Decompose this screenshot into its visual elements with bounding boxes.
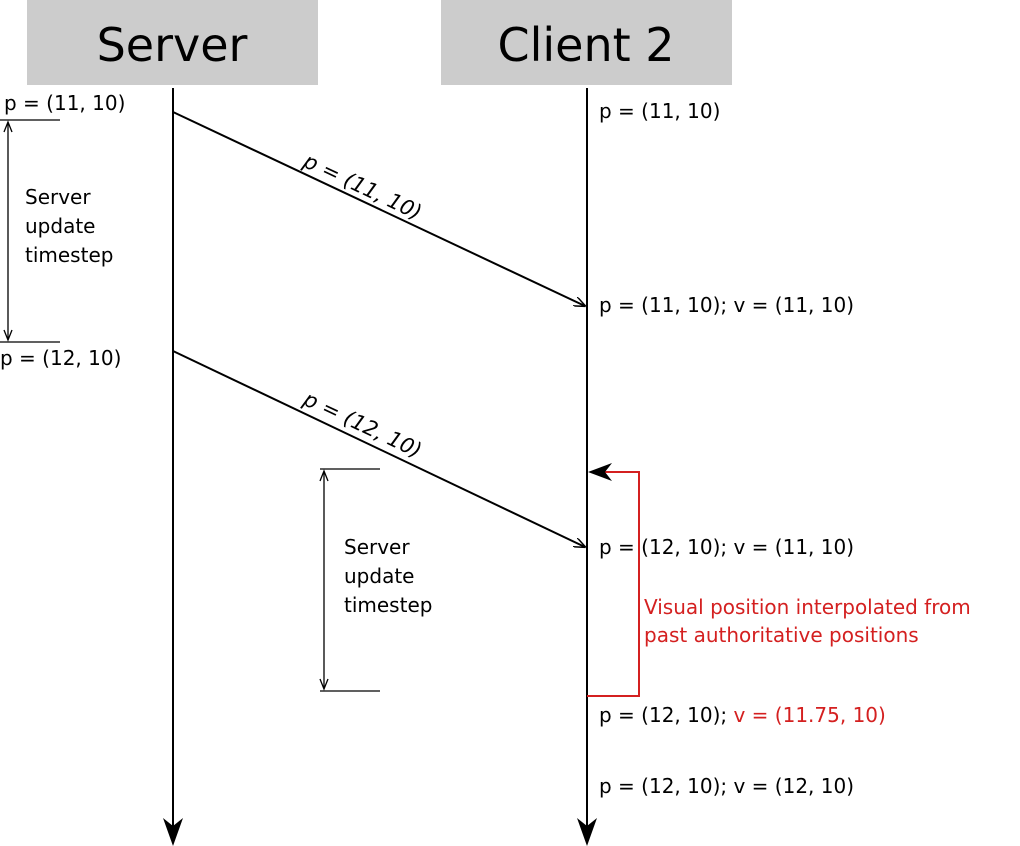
client-header-label: Client 2 [497,18,674,72]
client-state-2: p = (11, 10); v = (11, 10) [599,293,854,317]
server-header: Server [27,0,318,85]
client-header-box [441,0,732,85]
interpolation-note-1: Visual position interpolated from [644,595,971,619]
interpolation-bracket-arrowhead [588,463,612,481]
server-state-first: p = (11, 10) [4,91,125,115]
interpolation-bracket-path [587,471,640,697]
message-arrow-2 [172,350,585,547]
message-label-2: p = (12, 10) [299,386,425,462]
client-state-5: p = (12, 10); v = (12, 10) [599,774,854,798]
middle-timestep-label-1: Server [344,535,410,559]
client-lifeline-arrowhead [577,818,597,846]
left-timestep-arrow-down [3,329,13,342]
client-state-4-highlight: v = (11.75, 10) [733,703,885,727]
message-label-1: p = (11, 10) [299,148,425,224]
server-state-second: p = (12, 10) [0,346,121,370]
middle-timestep-dimension: Server update timestep [319,468,432,692]
client-header: Client 2 [441,0,732,85]
interpolation-bracket: Visual position interpolated from past a… [587,463,971,697]
left-timestep-label-3: timestep [25,243,113,267]
middle-timestep-label-3: timestep [344,593,432,617]
left-timestep-dimension: Server update timestep [3,120,113,342]
client-state-1: p = (11, 10) [599,99,720,123]
client-state-4-prefix: p = (12, 10); [599,703,733,727]
server-header-label: Server [97,18,248,72]
interpolation-note-2: past authoritative positions [644,623,919,647]
left-timestep-label-2: update [25,214,95,238]
middle-timestep-arrow-up [319,469,329,482]
server-header-box [27,0,318,85]
client-state-4: p = (12, 10); v = (11.75, 10) [599,703,886,727]
server-lifeline-arrowhead [163,818,183,846]
message-arrow-1 [172,111,585,306]
middle-timestep-arrow-down [319,678,329,691]
middle-timestep-label-2: update [344,564,414,588]
left-timestep-arrow-up [3,120,13,133]
client-state-3: p = (12, 10); v = (11, 10) [599,535,854,559]
left-timestep-label-1: Server [25,185,91,209]
